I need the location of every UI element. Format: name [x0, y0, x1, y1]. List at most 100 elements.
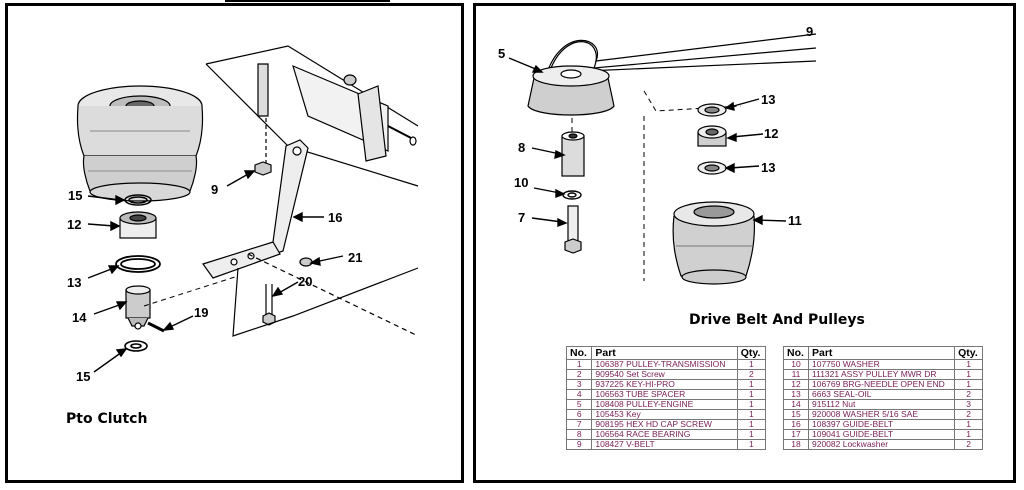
- washer-10: [562, 190, 582, 200]
- cell-qty: 1: [954, 369, 983, 380]
- cell-part: 106769 BRG-NEEDLE OPEN END: [807, 379, 956, 390]
- cell-qty: 1: [736, 389, 767, 400]
- cell-qty: 2: [954, 409, 983, 420]
- callout-12: 12: [67, 217, 81, 232]
- frame-assembly: [202, 45, 419, 337]
- callout-arrows-right: [508, 57, 787, 228]
- cell-part: 108397 GUIDE-BELT: [807, 419, 956, 430]
- cell-part: 108427 V-BELT: [591, 439, 738, 450]
- pto-clutch-panel: 15 12 13 14 15 9 16 21 20 19 Pto Clutch: [5, 3, 464, 483]
- cell-part: 105453 Key: [591, 409, 738, 420]
- callout-9: 9: [211, 182, 218, 197]
- cell-no: 1: [565, 359, 593, 370]
- cell-no: 3: [565, 379, 593, 390]
- cell-no: 18: [783, 439, 809, 450]
- bearing-needle-12: [697, 125, 727, 147]
- cell-qty: 1: [736, 409, 767, 420]
- cell-part: 111321 ASSY PULLEY MWR DR: [807, 369, 956, 380]
- callout-15-bottom: 15: [76, 369, 90, 384]
- table-header-row: No. Part Qty.: [783, 346, 983, 360]
- cell-no: 12: [783, 379, 809, 390]
- callout-labels-right: 9 5 8 10 7 13 12 13 11: [498, 24, 813, 228]
- clutch-pulley: [76, 85, 204, 202]
- cell-part: 920008 WASHER 5/16 SAE: [807, 409, 956, 420]
- cell-no: 7: [565, 419, 593, 430]
- callout-13: 13: [67, 275, 81, 290]
- cell-no: 11: [783, 369, 809, 380]
- cell-part: 908195 HEX HD CAP SCREW: [591, 419, 738, 430]
- callout-8: 8: [518, 140, 525, 155]
- cell-qty: 1: [954, 419, 983, 430]
- seal-oil-13-bottom: [697, 161, 727, 175]
- header-part: Part: [807, 346, 956, 360]
- callout-5: 5: [498, 46, 505, 61]
- cell-no: 5: [565, 399, 593, 410]
- cell-qty: 1: [736, 379, 767, 390]
- cell-part: 909540 Set Screw: [591, 369, 738, 380]
- callout-labels: 15 12 13 14 15 9 16 21 20 19: [67, 182, 362, 384]
- hub-14: [125, 285, 151, 330]
- callout-9-right: 9: [806, 24, 813, 39]
- callout-19: 19: [194, 305, 208, 320]
- callout-11: 11: [788, 213, 802, 228]
- bearing-12: [119, 211, 157, 239]
- callout-10: 10: [514, 175, 528, 190]
- callout-16: 16: [328, 210, 342, 225]
- drive-belt-panel: 9 5 8 10 7 13 12 13 11 Drive Belt And Pu…: [473, 3, 1016, 483]
- cell-no: 8: [565, 429, 593, 440]
- cell-part: 106387 PULLEY-TRANSMISSION: [591, 359, 738, 370]
- callout-13-bottom: 13: [761, 160, 775, 175]
- header-no: No.: [783, 346, 809, 360]
- ring-13: [115, 255, 161, 273]
- cell-qty: 1: [736, 359, 767, 370]
- callout-7: 7: [518, 210, 525, 225]
- cell-part: 920082 Lockwasher: [807, 439, 956, 450]
- cell-qty: 1: [736, 439, 767, 450]
- header-no: No.: [565, 346, 593, 360]
- header-part: Part: [591, 346, 738, 360]
- cell-no: 14: [783, 399, 809, 410]
- seal-oil-13-top: [697, 103, 727, 117]
- drive-belt-diagram: 9 5 8 10 7 13 12 13 11: [498, 24, 817, 285]
- cell-part: 107750 WASHER: [807, 359, 956, 370]
- callout-20: 20: [298, 274, 312, 289]
- pin-19: [143, 275, 239, 333]
- top-divider-line: [225, 0, 390, 2]
- header-qty: Qty.: [954, 346, 983, 360]
- cell-part: 109041 GUIDE-BELT: [807, 429, 956, 440]
- cell-part: 108408 PULLEY-ENGINE: [591, 399, 738, 410]
- table-header-row: No. Part Qty.: [565, 346, 767, 360]
- callout-15-top: 15: [68, 188, 82, 203]
- cell-qty: 1: [954, 379, 983, 390]
- callout-13-top: 13: [761, 92, 775, 107]
- cell-no: 10: [783, 359, 809, 370]
- cell-no: 13: [783, 389, 809, 400]
- cell-qty: 2: [954, 389, 983, 400]
- pto-clutch-diagram: 15 12 13 14 15 9 16 21 20 19: [67, 45, 419, 384]
- cell-qty: 1: [736, 399, 767, 410]
- cap-screw-7: [564, 205, 582, 254]
- cell-part: 915112 Nut: [807, 399, 956, 410]
- washer-15-bottom: [124, 340, 148, 352]
- cell-no: 15: [783, 409, 809, 420]
- drive-belt-title: Drive Belt And Pulleys: [689, 312, 865, 328]
- header-qty: Qty.: [736, 346, 767, 360]
- callout-14: 14: [72, 310, 87, 325]
- callout-21: 21: [348, 250, 362, 265]
- cell-no: 2: [565, 369, 593, 380]
